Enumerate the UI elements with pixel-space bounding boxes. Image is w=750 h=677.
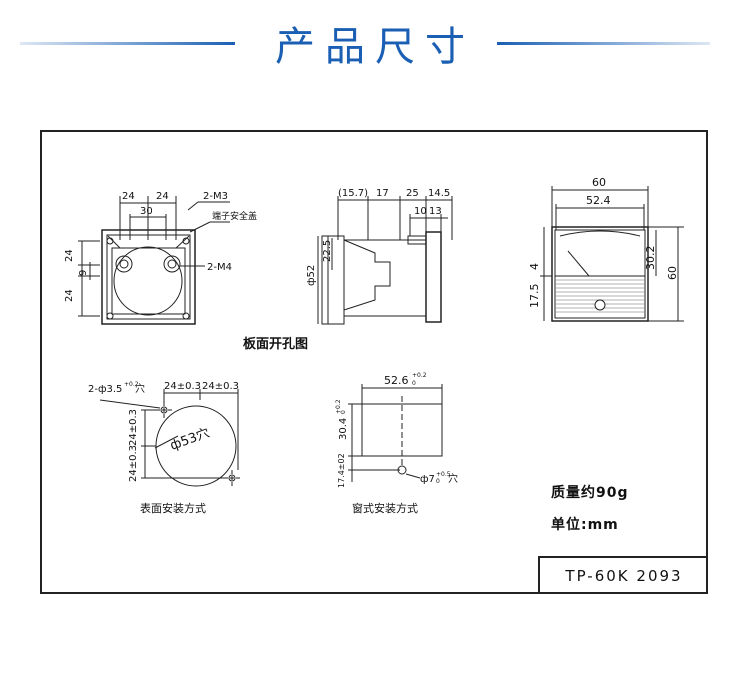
window-hole: ф7	[420, 474, 435, 485]
dim-b: 17	[376, 188, 389, 199]
dim-left-top: 24	[64, 249, 75, 262]
dim-f: 13	[429, 206, 442, 217]
panel-cutout-title: 板面开孔图	[243, 336, 308, 352]
window-height-tol: +0.2	[335, 399, 342, 414]
window-width-tol: +0.2	[412, 372, 427, 379]
hole-unit: 穴	[135, 382, 145, 395]
dim-left-mid: 9	[78, 270, 89, 276]
dim-inner: 30	[140, 206, 153, 217]
window-width-tol2: 0	[412, 380, 416, 387]
window-caption: 窗式安装方式	[352, 501, 418, 515]
dim-175: 17.5	[528, 284, 541, 309]
dim-y2: 24±0.3	[128, 445, 139, 482]
hole-tol: +0.2	[124, 381, 139, 388]
front-labels: 24 24 30 2-M3 端子安全盖 2-M4 24 9 24	[64, 191, 257, 302]
dim-524: 52.4	[586, 194, 611, 207]
dim-left-bottom: 24	[64, 289, 75, 302]
dim-d: 14.5	[428, 188, 450, 199]
weight-info: 质量约90g	[551, 485, 629, 501]
window-hole-tol: +0.5	[436, 471, 451, 478]
label-m4: 2-M4	[207, 262, 232, 273]
dim-225: 22.5	[322, 240, 333, 262]
window-low-dim: 17.4±02	[337, 453, 346, 488]
dim-4: 4	[528, 263, 541, 270]
dim-top-right: 24	[156, 191, 169, 202]
dim-x2: 24±0.3	[202, 381, 239, 392]
window-width: 52.6	[384, 374, 409, 387]
dim-e: 10	[414, 206, 427, 217]
face-labels: 60 52.4 4 17.5 30.2 60	[528, 176, 679, 308]
dim-y1: 24±0.3	[128, 409, 139, 446]
dim-60-top: 60	[592, 176, 606, 189]
page-title: 产品尺寸	[275, 24, 475, 70]
face-view	[540, 186, 684, 322]
surface-mount	[99, 389, 240, 487]
header-line-right	[497, 42, 710, 45]
side-view	[317, 196, 453, 325]
label-m3: 2-M3	[203, 191, 228, 202]
drawing-frame	[40, 130, 708, 594]
window-mount	[348, 384, 443, 482]
unit-info: 单位:mm	[551, 517, 619, 533]
label-cover: 端子安全盖	[212, 210, 257, 222]
dim-a: (15.7)	[338, 188, 368, 199]
model-number: TP-60K 2093	[538, 556, 708, 594]
center-hole: ф53穴	[168, 426, 211, 454]
dim-dia: ф52	[306, 265, 317, 286]
header-line-left	[20, 42, 235, 45]
dim-top-left: 24	[122, 191, 135, 202]
window-hole-tol2: 0	[436, 478, 440, 485]
dim-x1: 24±0.3	[164, 381, 201, 392]
dim-60-right: 60	[666, 266, 679, 280]
window-height: 30.4	[338, 418, 349, 440]
header: 产品尺寸	[0, 0, 750, 90]
side-labels: (15.7) 17 25 14.5 10 13 ф52 22.5	[306, 188, 450, 286]
window-height-tol2: 0	[340, 410, 347, 414]
window-labels: 52.6 +0.2 0 30.4 +0.2 0 17.4±02 ф7 +0.5 …	[335, 372, 458, 515]
front-view	[78, 196, 230, 325]
dim-c: 25	[406, 188, 419, 199]
hole-label: 2-ф3.5	[88, 384, 122, 395]
surface-caption: 表面安装方式	[140, 501, 206, 515]
dim-302: 30.2	[644, 246, 657, 271]
window-hole-unit: 穴	[448, 472, 458, 485]
